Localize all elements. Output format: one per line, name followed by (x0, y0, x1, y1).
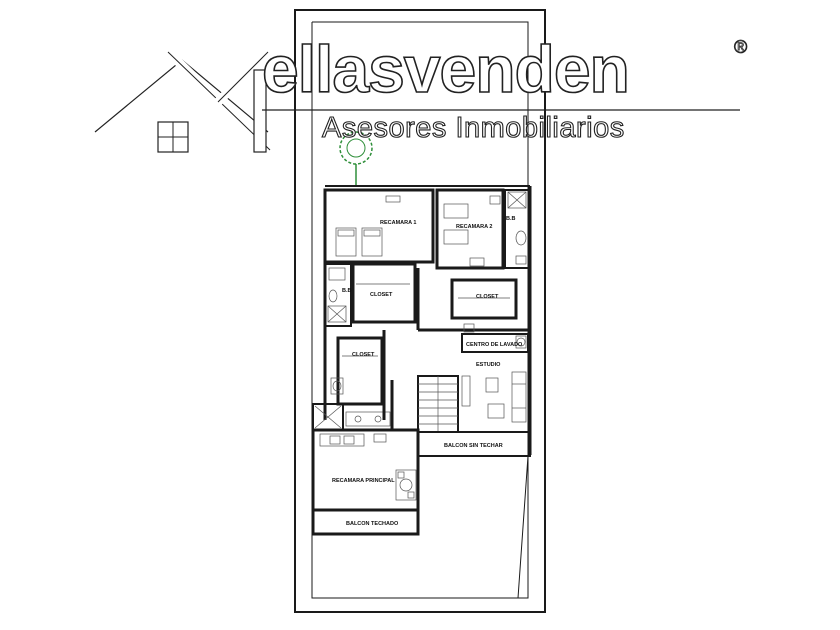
lower-lot-line (311, 455, 529, 599)
room-label-estudio: ESTUDIO (476, 362, 501, 368)
room-label-closet-1: CLOSET (370, 292, 393, 298)
recamara-1-walls (323, 188, 435, 264)
room-label-bano-1: B.B (342, 288, 352, 294)
room-label-recamara-2: RECAMARA 2 (456, 224, 492, 230)
recamara-2-walls (435, 188, 505, 270)
closet-2-walls (450, 278, 518, 320)
bed-icon (319, 433, 387, 447)
room-label-bano-2: B.B (506, 216, 516, 222)
watermark-brand: ellasvenden (261, 32, 630, 106)
bed-icon (443, 195, 501, 267)
property-boundary (294, 9, 546, 613)
room-label-balcon-techado: BALCON TECHADO (346, 521, 399, 527)
room-label-centro-lavado: CENTRO DE LAVADO (466, 342, 523, 348)
room-label-balcon-sin-techar: BALCON SIN TECHAR (444, 443, 503, 449)
room-label-closet-2: CLOSET (476, 294, 499, 300)
room-label-recamara-1: RECAMARA 1 (380, 220, 416, 226)
stairs-icon (417, 375, 459, 433)
watermark-subtitle: Asesores Inmobiliarios (321, 112, 625, 144)
closet-3-walls (336, 336, 384, 406)
closet-1-walls (351, 262, 417, 324)
centro-lavado-walls (461, 333, 529, 353)
room-label-recamara-principal: RECAMARA PRINCIPAL (332, 478, 395, 484)
house-logo-icon (92, 48, 274, 154)
bed-icon (335, 195, 401, 257)
balcon-techado-walls (311, 508, 420, 536)
watermark-registered-mark: ® (734, 37, 748, 57)
inner-lot-line (311, 21, 529, 599)
room-label-closet-3: CLOSET (352, 352, 375, 358)
tree-icon (339, 131, 373, 186)
armchair-icon (395, 469, 417, 501)
